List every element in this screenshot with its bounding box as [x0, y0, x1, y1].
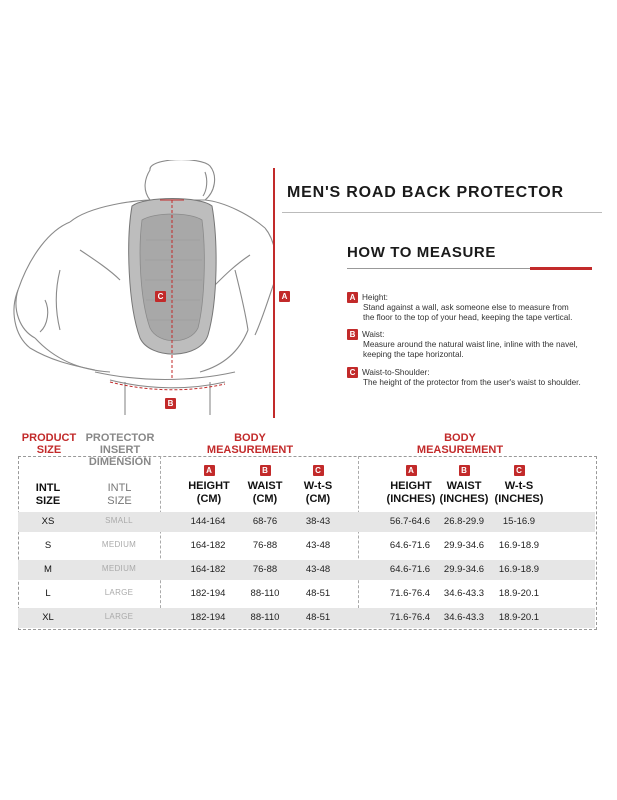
heading-rule	[347, 268, 530, 269]
column-divider	[160, 456, 161, 628]
measure-letter: C	[347, 367, 358, 378]
table-cell-prot: SMALL	[105, 516, 133, 525]
table-cell-w-cm: 76-88	[252, 540, 278, 551]
intl-size-col-header: INTL SIZE	[35, 482, 61, 507]
protector-intl-size-col-header: INTL SIZE	[107, 482, 132, 507]
table-cell-size: L	[45, 588, 51, 599]
table-cell-prot: MEDIUM	[101, 540, 137, 549]
rider-back-illustration	[13, 160, 275, 415]
measure-desc: The height of the protector from the use…	[363, 378, 581, 387]
table-cell-s-in: 18.9-20.1	[498, 612, 540, 623]
body-measurement-in-header: BODY MEASUREMENT	[416, 432, 504, 456]
table-cell-h-cm: 182-194	[190, 588, 226, 599]
measure-letter: A	[347, 292, 358, 303]
table-cell-s-cm: 38-43	[305, 516, 331, 527]
figure-label-a: A	[279, 291, 290, 302]
how-to-measure-heading: HOW TO MEASURE	[347, 244, 496, 261]
measure-desc: keeping the tape horizontal.	[363, 350, 464, 359]
measure-letter: B	[347, 329, 358, 340]
measure-item-height: A Height: Stand against a wall, ask someo…	[347, 292, 597, 323]
column-divider	[358, 456, 359, 628]
row-shading	[18, 560, 595, 580]
table-cell-s-in: 15-16.9	[502, 516, 536, 527]
table-cell-h-in: 64.6-71.6	[389, 564, 431, 575]
product-size-header: PRODUCT SIZE	[21, 432, 77, 456]
table-cell-h-cm: 144-164	[190, 516, 226, 527]
table-cell-h-in: 71.6-76.4	[389, 612, 431, 623]
height-in-col-header: A HEIGHT (INCHES)	[386, 465, 436, 505]
table-cell-w-cm: 68-76	[252, 516, 278, 527]
table-cell-s-cm: 43-48	[305, 564, 331, 575]
table-cell-w-cm: 88-110	[250, 612, 280, 623]
table-cell-h-in: 71.6-76.4	[389, 588, 431, 599]
table-cell-w-in: 34.6-43.3	[443, 588, 485, 599]
height-line	[273, 168, 275, 418]
table-cell-h-cm: 182-194	[190, 612, 226, 623]
figure-label-b: B	[165, 398, 176, 409]
table-cell-h-cm: 164-182	[190, 540, 226, 551]
table-cell-h-in: 64.6-71.6	[389, 540, 431, 551]
measure-label: Height:	[362, 293, 388, 302]
table-cell-w-in: 26.8-29.9	[443, 516, 485, 527]
wts-cm-col-header: C W-t-S (CM)	[303, 465, 333, 505]
row-shading	[18, 608, 595, 628]
title-divider	[282, 212, 602, 213]
figure-label-c: C	[155, 291, 166, 302]
table-cell-prot: LARGE	[104, 588, 134, 597]
table-cell-s-in: 16.9-18.9	[498, 540, 540, 551]
table-cell-w-in: 29.9-34.6	[443, 564, 485, 575]
protector-insert-header: PROTECTOR INSERT DIMENSION	[85, 432, 155, 468]
table-cell-s-cm: 43-48	[305, 540, 331, 551]
table-cell-w-cm: 88-110	[250, 588, 280, 599]
table-cell-w-cm: 76-88	[252, 564, 278, 575]
table-cell-h-cm: 164-182	[190, 564, 226, 575]
table-cell-prot: LARGE	[104, 612, 134, 621]
measure-label: Waist:	[362, 330, 385, 339]
table-cell-s-in: 18.9-20.1	[498, 588, 540, 599]
table-cell-s-cm: 48-51	[305, 612, 331, 623]
page-title: MEN'S ROAD BACK PROTECTOR	[287, 184, 564, 201]
height-cm-col-header: A HEIGHT (CM)	[188, 465, 230, 505]
table-cell-size: XL	[42, 612, 54, 623]
table-cell-s-cm: 48-51	[305, 588, 331, 599]
measure-label: Waist-to-Shoulder:	[362, 368, 430, 377]
row-shading	[18, 512, 595, 532]
table-frame	[18, 456, 597, 630]
table-cell-size: M	[44, 564, 52, 575]
measure-desc: the floor to the top of your head, keepi…	[363, 313, 573, 322]
measure-item-waist-to-shoulder: C Waist-to-Shoulder: The height of the pr…	[347, 367, 597, 388]
body-measurement-cm-header: BODY MEASUREMENT	[206, 432, 294, 456]
measure-item-waist: B Waist: Measure around the natural waist…	[347, 329, 597, 360]
table-cell-h-in: 56.7-64.6	[389, 516, 431, 527]
table-cell-w-in: 34.6-43.3	[443, 612, 485, 623]
waist-cm-col-header: B WAIST (CM)	[247, 465, 283, 505]
table-cell-size: XS	[41, 516, 55, 527]
waist-in-col-header: B WAIST (INCHES)	[439, 465, 489, 505]
measure-desc: Stand against a wall, ask someone else t…	[363, 303, 569, 312]
wts-in-col-header: C W-t-S (INCHES)	[494, 465, 544, 505]
table-cell-prot: MEDIUM	[101, 564, 137, 573]
heading-accent-rule	[530, 267, 592, 270]
table-cell-w-in: 29.9-34.6	[443, 540, 485, 551]
measure-desc: Measure around the natural waist line, i…	[363, 340, 578, 349]
table-cell-size: S	[44, 540, 52, 551]
table-cell-s-in: 16.9-18.9	[498, 564, 540, 575]
